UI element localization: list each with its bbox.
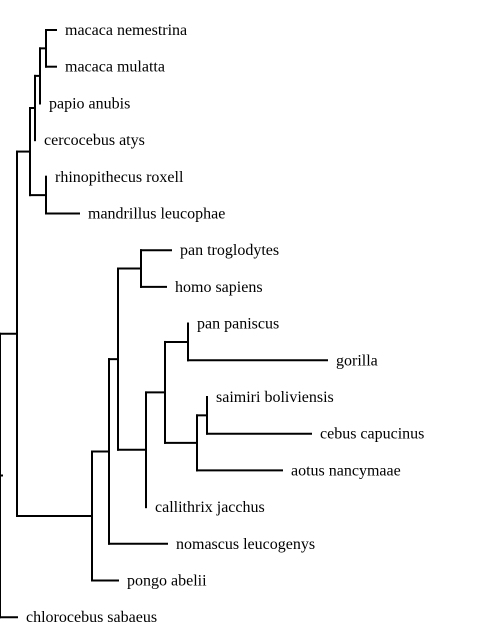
leaf-label-nomascus-leucogenys: nomascus leucogenys [176,536,315,553]
leaf-label-macaca-mulatta: macaca mulatta [65,59,165,76]
leaf-label-pongo-abelii: pongo abelii [127,573,207,590]
leaf-label-papio-anubis: papio anubis [49,95,130,112]
leaf-labels: macaca nemestrina macaca mulatta papio anu… [26,22,424,626]
leaf-label-saimiri-boliviensis: saimiri boliviensis [216,389,334,406]
leaf-label-cercocebus-atys: cercocebus atys [44,132,145,149]
tree-branches [0,29,328,619]
leaf-label-pan-troglodytes: pan troglodytes [180,242,279,259]
leaf-label-rhinopithecus-roxell: rhinopithecus roxell [55,169,184,186]
leaf-label-gorilla: gorilla [336,352,378,369]
leaf-label-chlorocebus-sabaeus: chlorocebus sabaeus [26,609,157,626]
leaf-label-cebus-capucinus: cebus capucinus [320,426,424,443]
leaf-label-pan-paniscus: pan paniscus [197,316,279,333]
leaf-label-aotus-nancymaae: aotus nancymaae [291,462,401,479]
leaf-label-mandrillus-leucophae: mandrillus leucophae [88,206,225,223]
leaf-label-homo-sapiens: homo sapiens [175,279,263,296]
leaf-label-macaca-nemestrina: macaca nemestrina [65,22,187,39]
leaf-label-callithrix-jacchus: callithrix jacchus [155,499,265,516]
